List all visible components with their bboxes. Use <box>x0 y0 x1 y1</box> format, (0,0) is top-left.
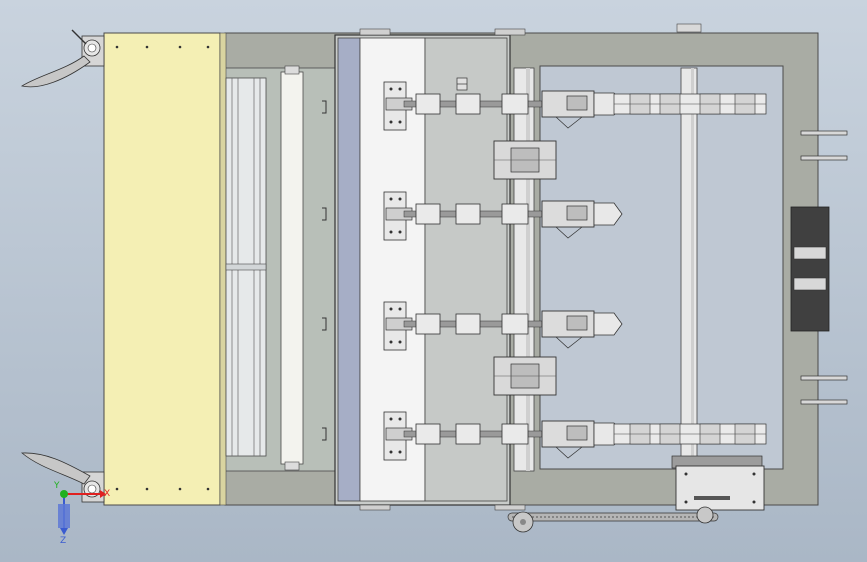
central-carriage <box>334 28 526 511</box>
triad-y-label: Y <box>53 481 60 491</box>
guide-shaft-right <box>676 23 702 470</box>
shaft-block-upper <box>493 140 557 180</box>
triad-z-label: Z <box>60 536 66 546</box>
coordinate-triad: X Y Z <box>53 481 110 546</box>
bottom-linkage <box>613 423 767 445</box>
side-motor-block <box>790 206 830 332</box>
feed-station-4 <box>383 411 767 461</box>
frame-clips <box>322 100 327 441</box>
drive-motor <box>671 455 765 511</box>
yellow-guard-panel <box>103 32 227 506</box>
roller-cage <box>225 77 267 457</box>
right-pins <box>800 130 848 405</box>
feed-roller <box>280 65 304 471</box>
shaft-block-lower <box>493 356 557 396</box>
drive-chain <box>507 506 719 533</box>
top-linkage <box>613 93 767 115</box>
triad-x-label: X <box>104 489 110 499</box>
top-latch <box>20 29 105 88</box>
feed-station-1 <box>383 81 767 131</box>
guide-shaft-left <box>513 67 535 472</box>
sensor-part <box>456 77 468 91</box>
